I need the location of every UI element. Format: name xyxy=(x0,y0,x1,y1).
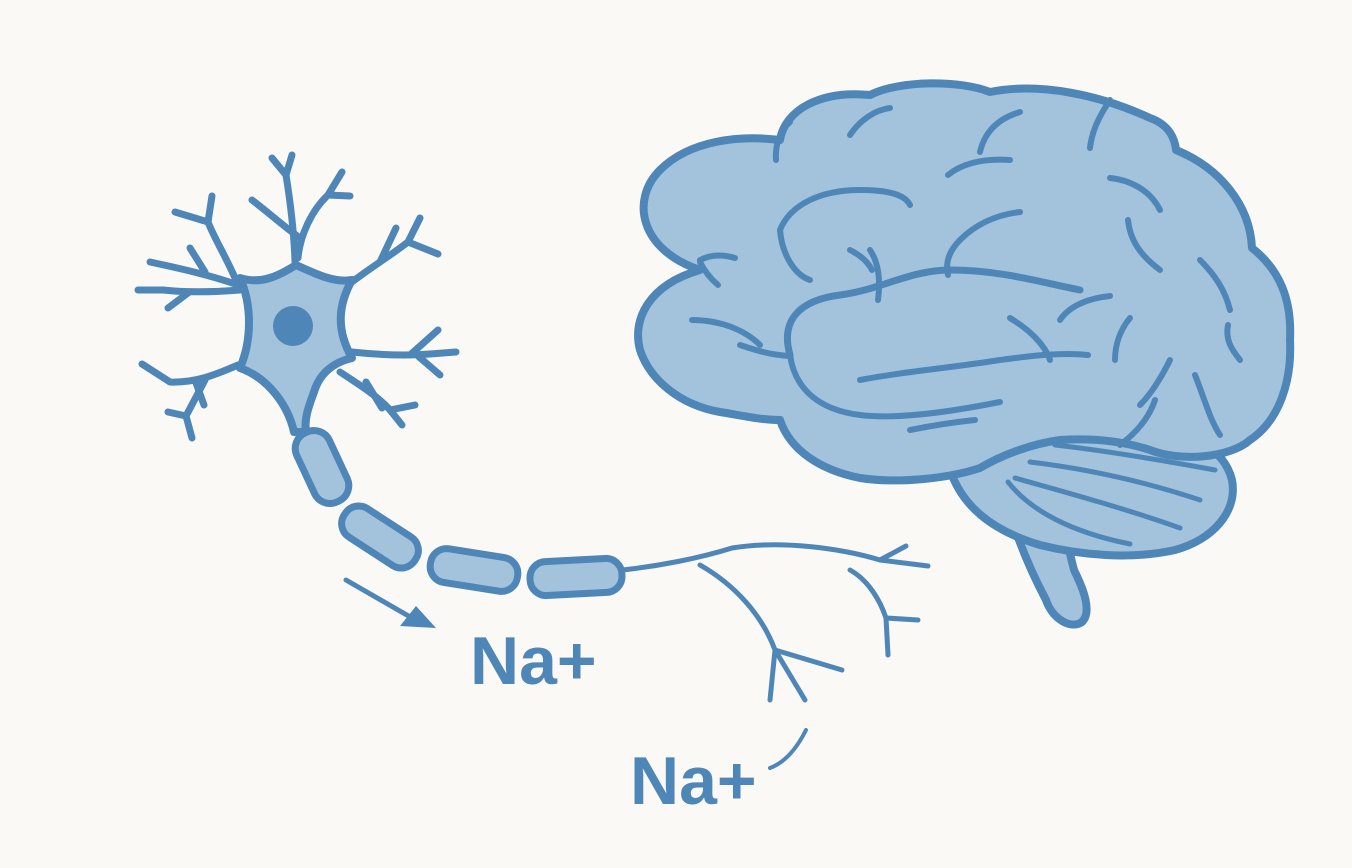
cerebellum-folds xyxy=(1005,442,1218,547)
nucleus xyxy=(273,306,313,346)
brain-icon xyxy=(634,79,1295,629)
axon-myelin xyxy=(291,427,626,600)
myelin-segment xyxy=(338,502,422,572)
brain-folds xyxy=(689,97,1243,448)
dendrites xyxy=(134,151,460,442)
cell-body xyxy=(236,261,356,436)
temporal-lobe xyxy=(783,266,1084,359)
arrow-icon xyxy=(343,577,436,628)
temporal-lobe-lower xyxy=(787,352,1003,420)
myelin-segment xyxy=(291,427,353,507)
axon-terminals xyxy=(619,542,931,703)
myelin-segment xyxy=(526,554,626,600)
ion-label-sodium-2: Na+ xyxy=(630,743,757,819)
neuron-icon: Na+ Na+ xyxy=(134,151,931,819)
ion-label-sodium-1: Na+ xyxy=(470,623,597,699)
myelin-segment xyxy=(426,545,522,595)
ion-pointer-mark xyxy=(768,728,808,770)
